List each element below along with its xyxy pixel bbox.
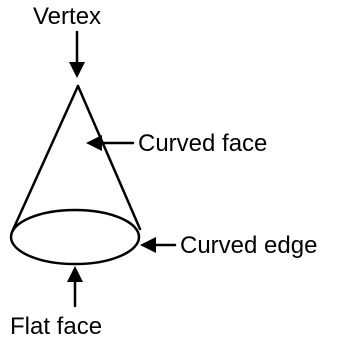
curved-edge-arrow: [140, 237, 177, 253]
vertex-label: Vertex: [33, 3, 101, 30]
vertex-arrow: [69, 30, 85, 78]
flat-face-arrow: [67, 266, 83, 308]
flat-face-arrow-head: [67, 266, 83, 282]
curved-face-arrow-head: [86, 135, 102, 151]
flat-face-label: Flat face: [10, 313, 102, 340]
curved-face-arrow: [86, 135, 135, 151]
vertex-arrow-head: [69, 62, 85, 78]
curved-edge-arrow-head: [140, 237, 156, 253]
cone: [9, 84, 142, 266]
curved-face-label: Curved face: [138, 130, 267, 157]
cone-left-side: [10, 84, 80, 234]
curved-edge-label: Curved edge: [180, 232, 317, 259]
cone-right-side: [76, 84, 142, 231]
cone-base-ellipse: [9, 208, 141, 266]
